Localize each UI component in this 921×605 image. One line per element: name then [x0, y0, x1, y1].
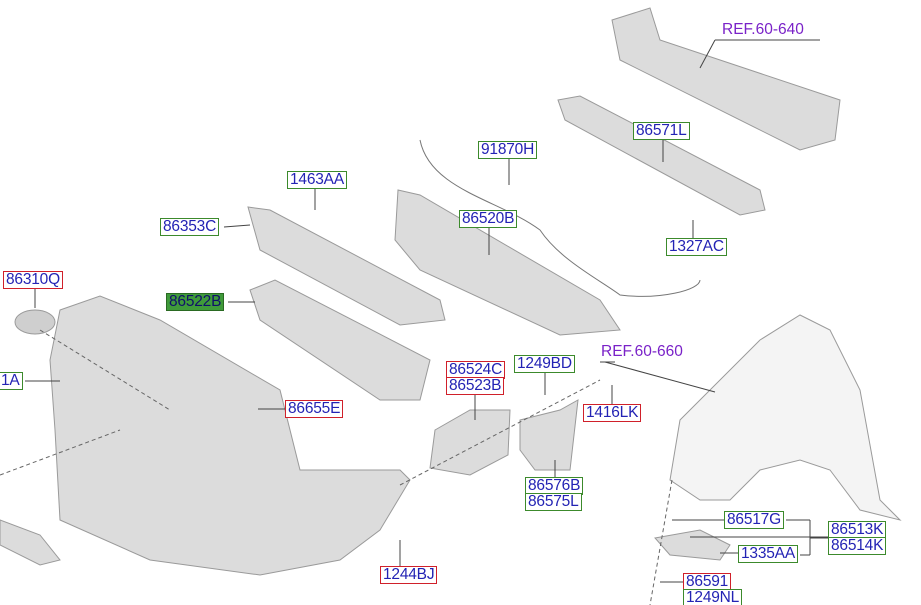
part-label-86517G[interactable]: 86517G [724, 511, 784, 529]
part-label-86576B[interactable]: 86576B [525, 477, 584, 495]
part-label-1327AC[interactable]: 1327AC [666, 238, 727, 256]
part-label-86591[interactable]: 86591 [683, 573, 732, 591]
fog-lamp-cover [429, 409, 511, 476]
part-label-86655E[interactable]: 86655E [285, 400, 344, 418]
fender [669, 314, 902, 521]
reference-60-640[interactable]: REF.60-640 [722, 21, 804, 38]
reference-60-660[interactable]: REF.60-660 [601, 343, 683, 360]
lower-grille-bracket [249, 279, 431, 401]
side-bracket [519, 399, 579, 471]
part-label-1416LK[interactable]: 1416LK [583, 404, 642, 422]
part-label-1463AA[interactable]: 1463AA [287, 171, 347, 189]
part-label-1249NL[interactable]: 1249NL [683, 589, 743, 605]
part-label-86522B-highlighted[interactable]: 86522B [166, 293, 225, 311]
part-label-1A[interactable]: 1A [0, 372, 23, 390]
part-label-1244BJ[interactable]: 1244BJ [380, 566, 438, 584]
bumper-side-bracket [654, 529, 731, 561]
part-label-86571L[interactable]: 86571L [633, 122, 690, 140]
part-label-1335AA[interactable]: 1335AA [738, 545, 798, 563]
part-label-86575L[interactable]: 86575L [525, 493, 582, 511]
part-label-86524C[interactable]: 86524C [446, 361, 506, 379]
front-bumper-cover [49, 295, 411, 576]
lower-absorber [394, 189, 621, 336]
part-label-91870H[interactable]: 91870H [478, 141, 538, 159]
part-label-86514K[interactable]: 86514K [828, 537, 887, 555]
energy-absorber [557, 95, 766, 216]
upper-grille-bracket [247, 206, 446, 326]
back-beam [611, 7, 841, 151]
part-label-86353C[interactable]: 86353C [160, 218, 220, 236]
part-label-86523B[interactable]: 86523B [446, 377, 505, 395]
part-label-1249BD[interactable]: 1249BD [514, 355, 575, 373]
part-label-86310Q[interactable]: 86310Q [3, 271, 63, 289]
lower-trim [0, 519, 61, 566]
kia-emblem [14, 309, 56, 335]
part-label-86520B[interactable]: 86520B [459, 210, 518, 228]
